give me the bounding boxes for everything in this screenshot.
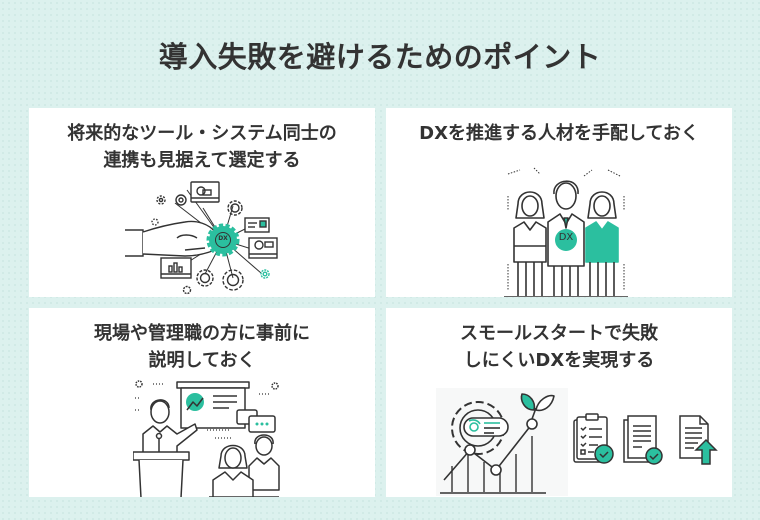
card-title-line: スモールスタートで失敗 [460,323,658,344]
page-title: 導入失敗を避けるためのポイント [158,40,602,74]
point-card-dx-talent: DXを推進する人材を手配しておく [386,108,732,297]
card-title: 現場や管理職の方に事前に 説明しておく [29,320,375,374]
point-card-tool-integration: 将来的なツール・システム同士の 連携も見据えて選定する [29,108,375,297]
clipboard-check-icon [572,412,616,468]
card-title: 将来的なツール・システム同士の 連携も見据えて選定する [29,120,375,174]
dx-badge: DX [558,232,574,243]
document-upload-icon [676,414,720,468]
growth-chart-icon [436,388,568,496]
card-title-line: 将来的なツール・システム同士の [67,123,337,144]
card-title: スモールスタートで失敗 しにくいDXを実現する [386,320,732,374]
card-title: DXを推進する人材を手配しておく [386,120,732,147]
hand-gear-network-icon: DX [125,178,285,296]
card-title-line: 説明しておく [148,350,256,371]
card-title-line: 現場や管理職の方に事前に [94,323,310,344]
presentation-icon [133,380,283,497]
point-card-small-start: スモールスタートで失敗 しにくいDXを実現する [386,308,732,497]
document-check-icon [622,414,666,468]
team-people-icon: DX [504,166,628,297]
card-title-line: しにくいDXを実現する [463,350,655,371]
dx-badge: DX [218,235,228,242]
card-title-line: 連携も見据えて選定する [103,150,301,171]
card-title-line: DXを推進する人材を手配しておく [419,123,699,144]
point-card-explain-beforehand: 現場や管理職の方に事前に 説明しておく [29,308,375,497]
